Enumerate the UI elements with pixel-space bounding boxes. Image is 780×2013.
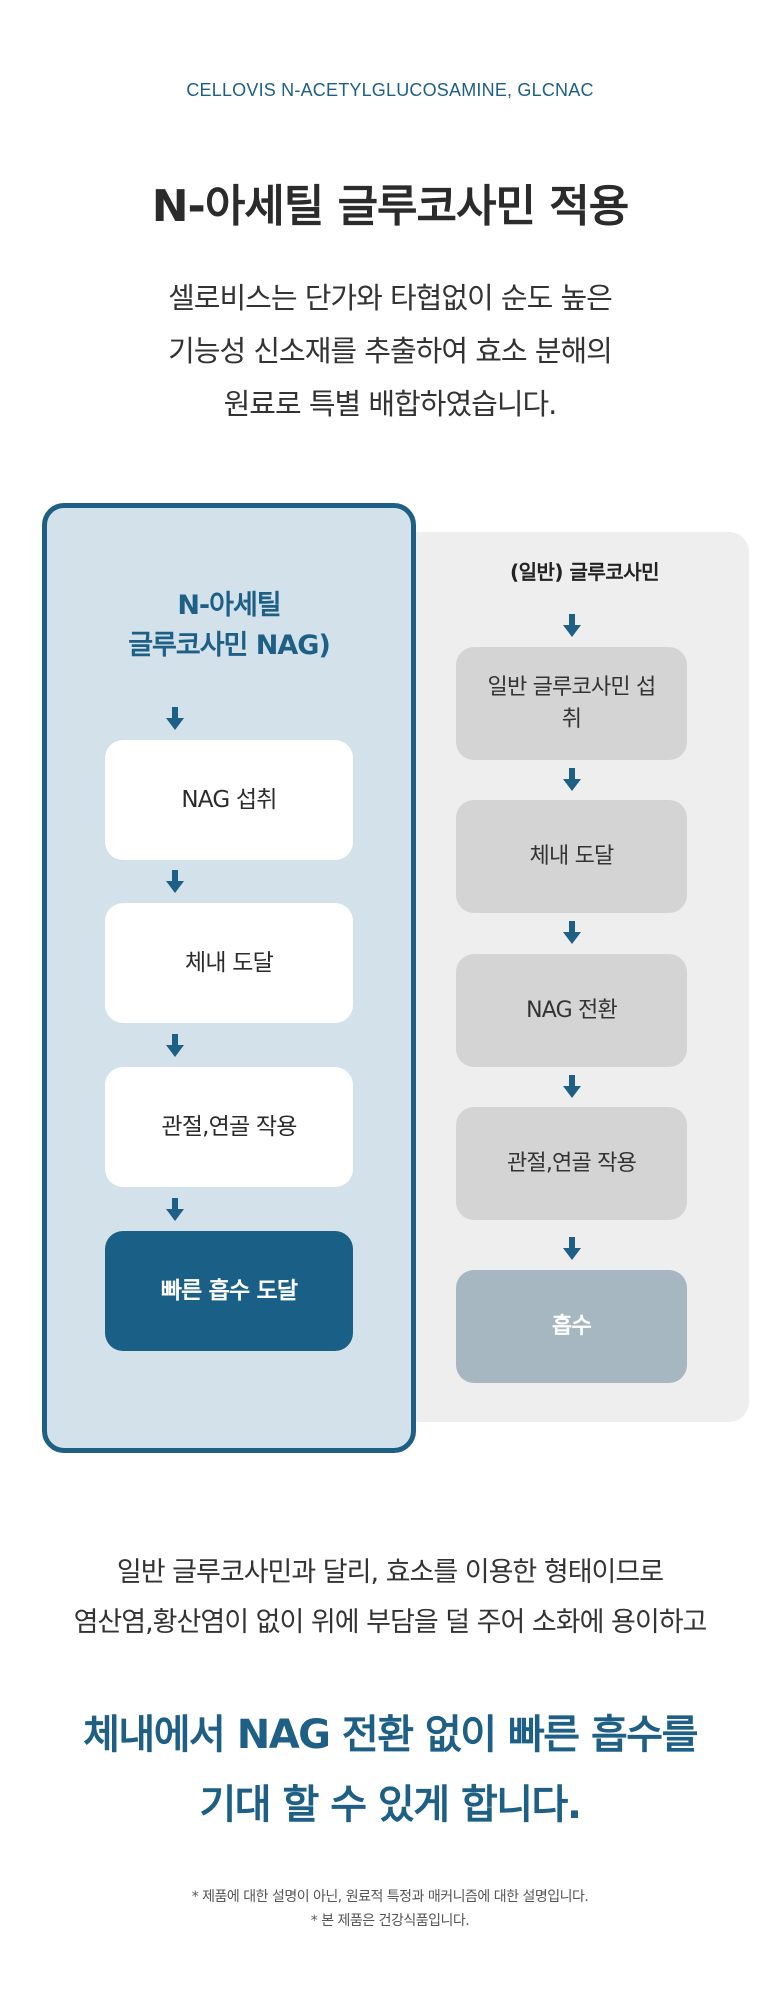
arrow-down-icon [166, 1034, 184, 1057]
arrow-down-icon [166, 707, 184, 730]
footnotes: * 제품에 대한 설명이 아닌, 원료적 특정과 매커니즘에 대한 설명입니다.… [0, 1885, 780, 1933]
explanation-text: 일반 글루코사민과 달리, 효소를 이용한 형태이므로 염산염,황산염이 없이 … [0, 1548, 780, 1648]
heading-line: N-아세틸 [177, 590, 281, 621]
flow-step: 체내 도달 [105, 903, 353, 1023]
arrow-down-icon [563, 1075, 581, 1098]
flow-step: 체내 도달 [456, 800, 687, 913]
general-flow-heading: (일반) 글루코사민 [509, 560, 660, 584]
arrow-down-icon [563, 768, 581, 791]
explanation-line: 염산염,황산염이 없이 위에 부담을 덜 주어 소화에 용이하고 [73, 1607, 708, 1638]
flow-step-result: 흡수 [456, 1270, 687, 1383]
intro-text: 셀로비스는 단가와 타협없이 순도 높은 기능성 신소재를 추출하여 효소 분해… [0, 272, 780, 431]
arrow-down-icon [166, 1198, 184, 1221]
highlight-text: 체내에서 NAG 전환 없이 빠른 흡수를 기대 할 수 있게 합니다. [0, 1700, 780, 1840]
flow-step: NAG 섭취 [105, 740, 353, 860]
arrow-down-icon [563, 921, 581, 944]
flow-step: 관절,연골 작용 [105, 1067, 353, 1187]
arrow-down-icon [563, 1237, 581, 1260]
flow-step: NAG 전환 [456, 954, 687, 1067]
nag-flow-heading: N-아세틸 글루코사민 NAG) [47, 586, 411, 666]
flow-step-result: 빠른 흡수 도달 [105, 1231, 353, 1351]
highlight-line: 체내에서 NAG 전환 없이 빠른 흡수를 [83, 1712, 698, 1758]
explanation-line: 일반 글루코사민과 달리, 효소를 이용한 형태이므로 [116, 1557, 664, 1588]
arrow-down-icon [166, 870, 184, 893]
general-flow-panel: (일반) 글루코사민 일반 글루코사민 섭취 체내 도달 NAG 전환 관절,연… [400, 532, 749, 1422]
flow-step: 관절,연골 작용 [456, 1107, 687, 1220]
footnote: * 본 제품은 건강식품입니다. [310, 1913, 470, 1929]
arrow-down-icon [563, 614, 581, 637]
intro-line: 셀로비스는 단가와 타협없이 순도 높은 [168, 281, 613, 315]
highlight-line: 기대 할 수 있게 합니다. [199, 1782, 582, 1828]
page-title: N-아세틸 글루코사민 적용 [151, 181, 630, 232]
footnote: * 제품에 대한 설명이 아닌, 원료적 특정과 매커니즘에 대한 설명입니다. [191, 1889, 589, 1905]
eyebrow-label: CELLOVIS N-ACETYLGLUCOSAMINE, GLCNAC [186, 80, 594, 100]
flow-step: 일반 글루코사민 섭취 [456, 647, 687, 760]
intro-line: 원료로 특별 배합하였습니다. [223, 387, 558, 421]
intro-line: 기능성 신소재를 추출하여 효소 분해의 [168, 334, 613, 368]
heading-line: 글루코사민 NAG) [128, 630, 331, 661]
nag-flow-panel: N-아세틸 글루코사민 NAG) NAG 섭취 체내 도달 관절,연골 작용 빠… [42, 503, 416, 1453]
